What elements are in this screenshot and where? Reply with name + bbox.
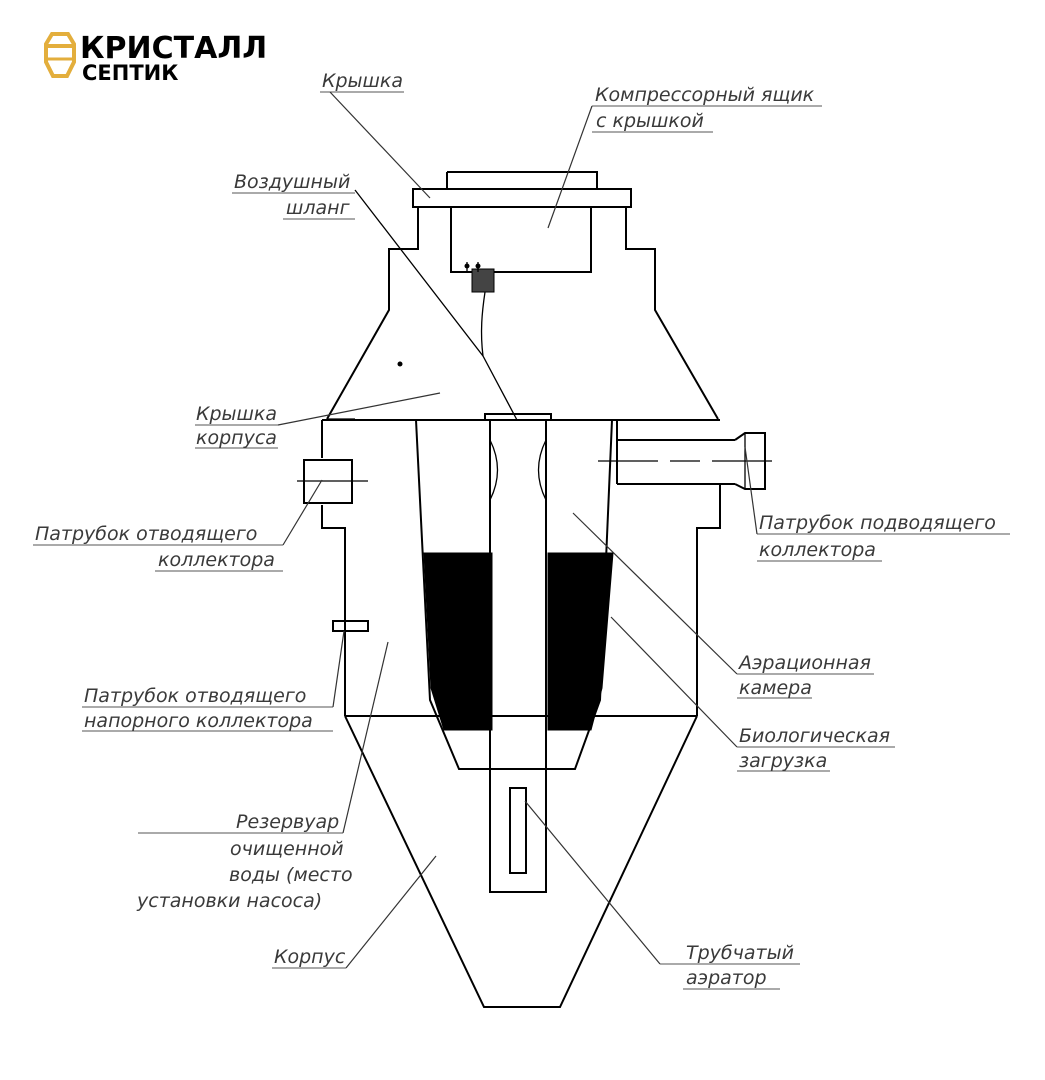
label-compressor-box-line2: с крышкой [596, 110, 704, 132]
label-outlet-pipe-line2: коллектора [158, 549, 275, 571]
label-reservoir-line3: воды (место [229, 864, 353, 886]
neck [326, 207, 419, 420]
label-reservoir-line1: Резервуар [236, 811, 339, 833]
label-biological-load-line2: загрузка [739, 750, 827, 772]
label-aerator-line1: Трубчатый [686, 942, 794, 964]
label-lid: Крышка [322, 70, 403, 92]
label-body: Корпус [274, 946, 346, 968]
label-aeration-chamber-line1: Аэрационная [737, 652, 871, 674]
label-air-hose-line1: Воздушный [234, 171, 350, 193]
label-air-hose-line2: шланг [286, 197, 351, 219]
compressor-box [446, 171, 598, 273]
label-aeration-chamber-line2: камера [739, 677, 812, 699]
lid-plate [412, 188, 632, 208]
label-inlet-pipe-line1: Патрубок подводящего [759, 512, 996, 534]
label-aerator-line2: аэратор [686, 967, 767, 989]
tank-drawing [297, 171, 772, 1008]
callouts [33, 91, 1010, 990]
labels: Крышка Компрессорный ящик с крышкой Возд… [35, 70, 996, 989]
label-pressure-outlet-line2: напорного коллектора [84, 710, 313, 732]
bottom-cone [344, 715, 698, 1008]
label-reservoir-line4: установки насоса) [136, 890, 322, 912]
brand-name-line1: КРИСТАЛЛ [80, 31, 267, 66]
label-reservoir-line2: очищенной [230, 838, 344, 860]
label-body-lid-line1: Крышка [196, 403, 277, 425]
compressor-unit [471, 268, 495, 293]
label-outlet-pipe-line1: Патрубок отводящего [35, 523, 257, 545]
label-compressor-box-line1: Компрессорный ящик [595, 84, 815, 106]
left-wall [321, 420, 346, 716]
biological-load [423, 552, 493, 731]
label-body-lid-line2: корпуса [196, 427, 277, 449]
aerator-tube [489, 419, 547, 893]
brand-name-line2: СЕПТИК [82, 61, 178, 85]
brand-logo: КРИСТАЛЛ СЕПТИК [44, 31, 267, 85]
body-lid-inner-slope [354, 189, 518, 421]
air-hose [480, 291, 486, 357]
pressure-outlet-pipe [332, 620, 369, 632]
right-wall [696, 485, 721, 716]
label-biological-load-line1: Биологическая [739, 725, 890, 747]
label-pressure-outlet-line1: Патрубок отводящего [84, 685, 306, 707]
crystal-logo-icon [44, 32, 76, 78]
inlet-pipe [616, 420, 735, 485]
tubular-aerator [509, 787, 527, 874]
label-inlet-pipe-line2: коллектора [759, 539, 876, 561]
